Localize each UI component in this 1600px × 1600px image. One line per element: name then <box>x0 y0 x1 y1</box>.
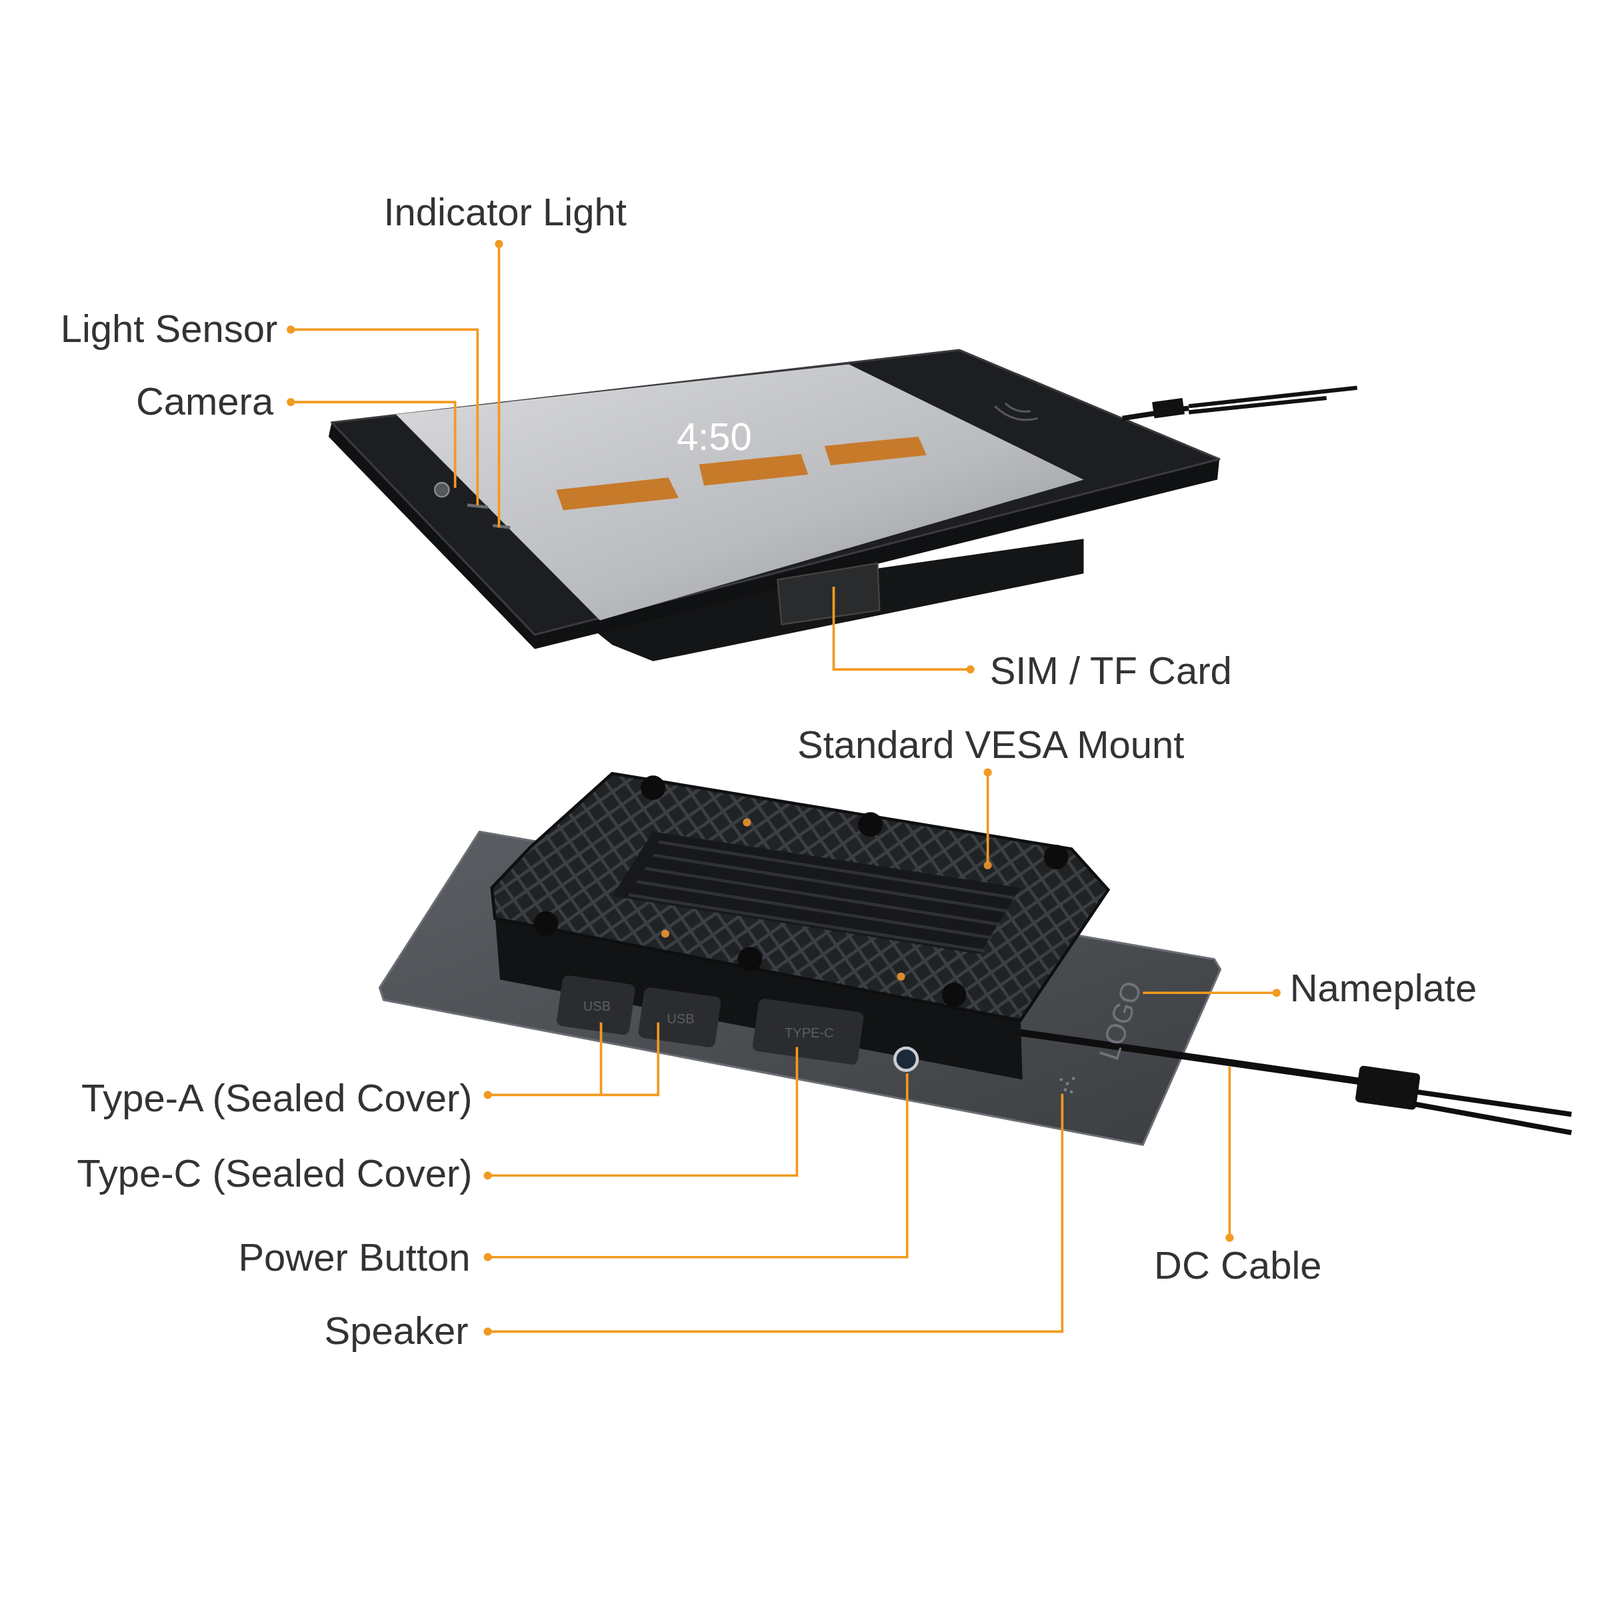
callout-label: Type-A (Sealed Cover) <box>81 1076 473 1120</box>
port-marking: USB <box>583 998 611 1014</box>
tablet-back <box>379 773 1572 1145</box>
callout-label: Indicator Light <box>383 190 626 234</box>
callout-label: Power Button <box>238 1236 470 1279</box>
port-marking: TYPE-C <box>784 1025 834 1040</box>
callout-label: Light Sensor <box>60 307 278 350</box>
nameplate-logo: LOGO <box>1093 977 1148 1064</box>
callout-label: SIM / TF Card <box>990 649 1232 692</box>
callout-label: Type-C (Sealed Cover) <box>77 1152 473 1195</box>
callout-label: Speaker <box>324 1309 469 1352</box>
tablet-front <box>328 350 1358 662</box>
callout-label: Nameplate <box>1290 966 1477 1010</box>
callout-label: Standard VESA Mount <box>797 723 1184 766</box>
callout-label: Camera <box>136 380 274 423</box>
callout-label: DC Cable <box>1154 1244 1322 1287</box>
port-marking: USB <box>666 1011 694 1026</box>
screen-clock: 4:50 <box>676 415 752 458</box>
